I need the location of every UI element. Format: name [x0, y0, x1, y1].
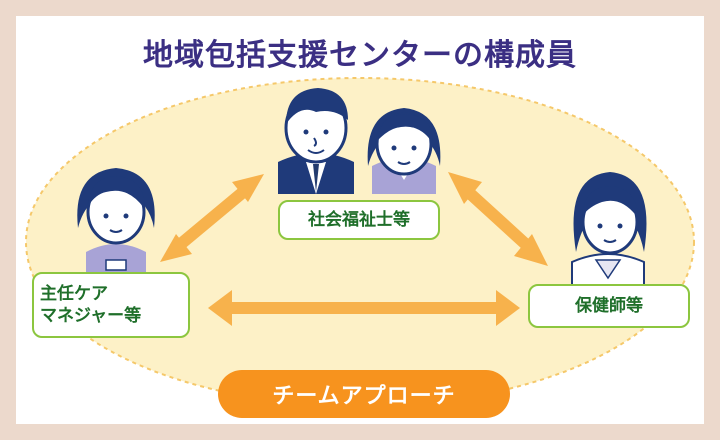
care-manager-text-line1: 主任ケア [40, 283, 108, 304]
nurse-figure [571, 172, 647, 287]
arrow-social-nurse [448, 172, 548, 266]
care-manager-text-line2: マネジャー等 [40, 306, 142, 326]
social-worker-text: 社会福祉士等 [308, 209, 410, 230]
social-worker-label: 社会福祉士等 [278, 200, 440, 240]
arrow-caremanager-nurse [208, 290, 520, 326]
care-manager-figure [77, 168, 155, 274]
nurse-label: 保健師等 [528, 284, 690, 328]
arrow-social-caremanager [160, 174, 264, 262]
team-approach-badge: チームアプローチ [218, 370, 510, 418]
diagram-title: 地域包括支援センターの構成員 [143, 38, 577, 73]
male-staff-figure [278, 88, 354, 194]
nurse-text: 保健師等 [575, 295, 643, 316]
care-manager-label: 主任ケア マネジャー等 [32, 272, 190, 338]
diagram-canvas: 地域包括支援センターの構成員 社会福祉士等 主任ケア マネジャー等 保健師等 チ… [16, 16, 704, 424]
diagram-graphics [25, 77, 695, 407]
female-staff-figure [367, 108, 441, 194]
team-approach-text: チームアプローチ [272, 384, 456, 409]
